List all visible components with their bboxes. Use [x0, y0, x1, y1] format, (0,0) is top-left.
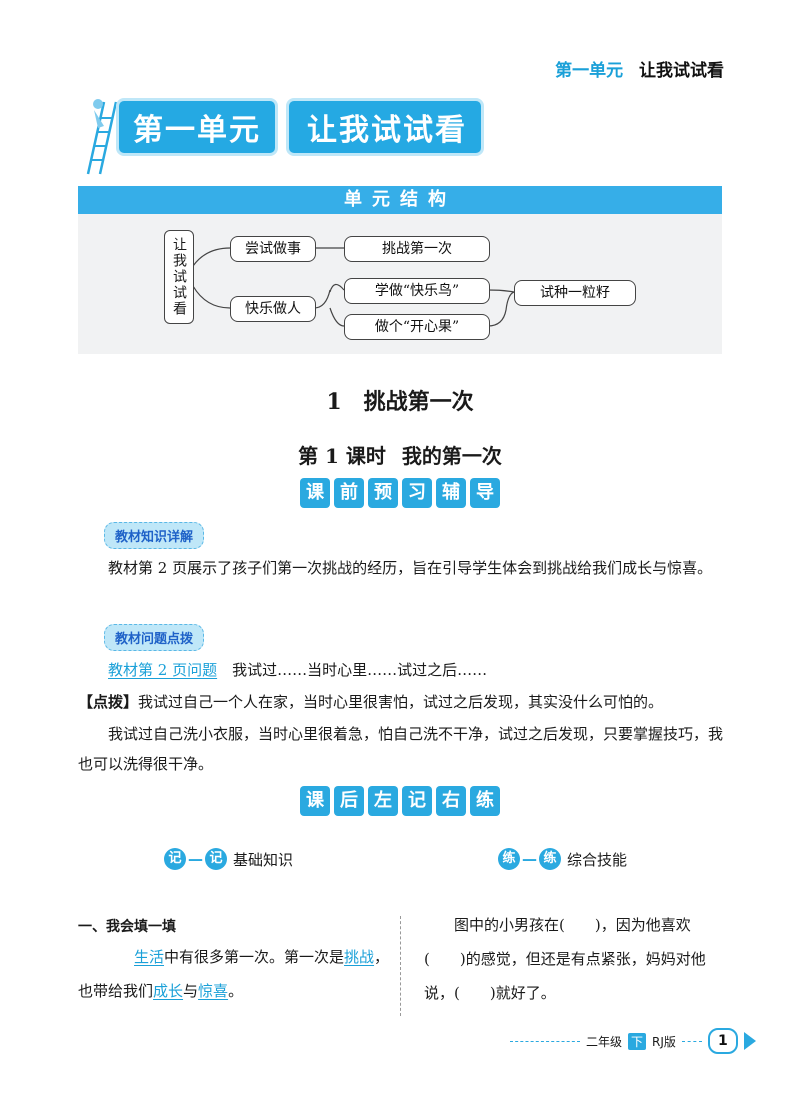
section-block: 课	[300, 478, 330, 508]
label-skills: 练—练 综合技能	[498, 848, 627, 870]
fill-answer: 挑战	[344, 948, 375, 966]
footer-grade: 二年级	[586, 1034, 623, 1049]
hint-paragraph-2: 我试过自己洗小衣服，当时心里很着急，怕自己洗不干净，试过之后发现，只要掌握技巧，…	[78, 725, 724, 773]
section-block: 课	[300, 786, 330, 816]
column-divider	[400, 916, 401, 1016]
hint-text: 我试过自己一个人在家，当时心里很害怕，试过之后发现，其实没什么可怕的。	[138, 693, 664, 711]
structure-node-seed: 试种一粒籽	[514, 280, 636, 306]
structure-node-happy-fruit: 做个“开心果”	[344, 314, 490, 340]
section-block: 练	[470, 786, 500, 816]
label-basic-text: 基础知识	[233, 850, 294, 869]
running-head: 第一单元 让我试试看	[555, 56, 724, 81]
footer-term: 下	[628, 1032, 647, 1050]
footer-dash-line	[510, 1040, 580, 1042]
section-block: 习	[402, 478, 432, 508]
section-block: 辅	[436, 478, 466, 508]
fill-text: 。	[228, 982, 244, 1000]
structure-node-happy: 快乐做人	[230, 296, 316, 322]
unit-structure-panel: 单元结构 让我试试看 尝试做事 快乐做人 挑战第一次 学做“快乐鸟” 做个“开心…	[78, 186, 722, 354]
tag-knowledge: 教材知识详解	[104, 522, 205, 549]
ladder-figure-icon	[86, 99, 118, 175]
section-banner-preview: 课 前 预 习 辅 导	[0, 478, 800, 508]
paragraph-knowledge: 教材第 2 页展示了孩子们第一次挑战的经历，旨在引导学生体会到挑战给我们成长与惊…	[108, 559, 713, 577]
structure-node-challenge: 挑战第一次	[344, 236, 490, 262]
lesson-number: 1	[326, 389, 342, 415]
footer-dash-line	[681, 1040, 702, 1042]
lesson-name: 挑战第一次	[363, 389, 474, 415]
section-block: 右	[436, 786, 466, 816]
structure-node-try: 尝试做事	[230, 236, 316, 262]
label-skills-text: 综合技能	[567, 850, 628, 869]
structure-connector-lines	[192, 247, 515, 327]
section-block: 记	[402, 786, 432, 816]
running-head-title: 让我试试看	[639, 61, 724, 81]
fill-answer: 生活	[134, 948, 165, 966]
label-basic-knowledge: 记—记 基础知识	[164, 848, 293, 870]
unit-structure-heading: 单元结构	[78, 186, 722, 214]
question-label: 教材第 2 页问题	[108, 661, 218, 679]
question-text: 我试过……当时心里……试过之后……	[232, 661, 488, 679]
unit-banner-unit: 第一单元	[116, 98, 278, 156]
structure-root-node: 让我试试看	[164, 230, 194, 324]
tag-question: 教材问题点拨	[104, 624, 205, 651]
unit-banner: 第一单元 让我试试看	[116, 98, 484, 156]
lesson-title: 1 挑战第一次	[0, 384, 800, 416]
fill-heading: 一、我会填一填	[78, 919, 176, 935]
page-arrow-icon	[743, 1032, 756, 1050]
section-block: 前	[334, 478, 364, 508]
label-circle: 记	[164, 848, 186, 870]
fill-text: ，也带给我们	[78, 948, 390, 1000]
fill-answer: 成长	[153, 982, 184, 1000]
page-number: 1	[707, 1028, 738, 1054]
label-circle: 记	[205, 848, 227, 870]
label-circle: 练	[539, 848, 561, 870]
structure-node-happy-bird: 学做“快乐鸟”	[344, 278, 490, 304]
unit-banner-title: 让我试试看	[286, 98, 484, 156]
running-head-unit: 第一单元	[555, 61, 624, 81]
page-footer: 二年级 下 RJ版 1	[510, 1028, 756, 1054]
fill-answer: 惊喜	[198, 982, 229, 1000]
section-block: 后	[334, 786, 364, 816]
hint-paragraph: 【点拨】我试过自己一个人在家，当时心里很害怕，试过之后发现，其实没什么可怕的。	[78, 687, 726, 717]
period-label: 第 1 课时	[298, 444, 386, 468]
section-block: 预	[368, 478, 398, 508]
hint-bracket: 【点拨】	[78, 693, 139, 711]
fill-paragraph: 生活中有很多第一次。第一次是挑战，也带给我们成长与惊喜。	[78, 940, 392, 1008]
footer-edition: RJ版	[652, 1034, 676, 1049]
section-banner-practice: 课 后 左 记 右 练	[0, 786, 800, 816]
section-block: 左	[368, 786, 398, 816]
section-block: 导	[470, 478, 500, 508]
label-circle: 练	[498, 848, 520, 870]
skills-paragraph: 图中的小男孩在( )，因为他喜欢( )的感觉，但还是有点紧张，妈妈对他说，( )…	[424, 916, 706, 1002]
period-name: 我的第一次	[401, 444, 502, 468]
fill-text: 中有很多第一次。第一次是	[164, 948, 345, 966]
fill-text: 与	[183, 982, 199, 1000]
question-line: 教材第 2 页问题 我试过……当时心里……试过之后……	[78, 655, 726, 685]
period-title: 第 1 课时我的第一次	[0, 440, 800, 469]
